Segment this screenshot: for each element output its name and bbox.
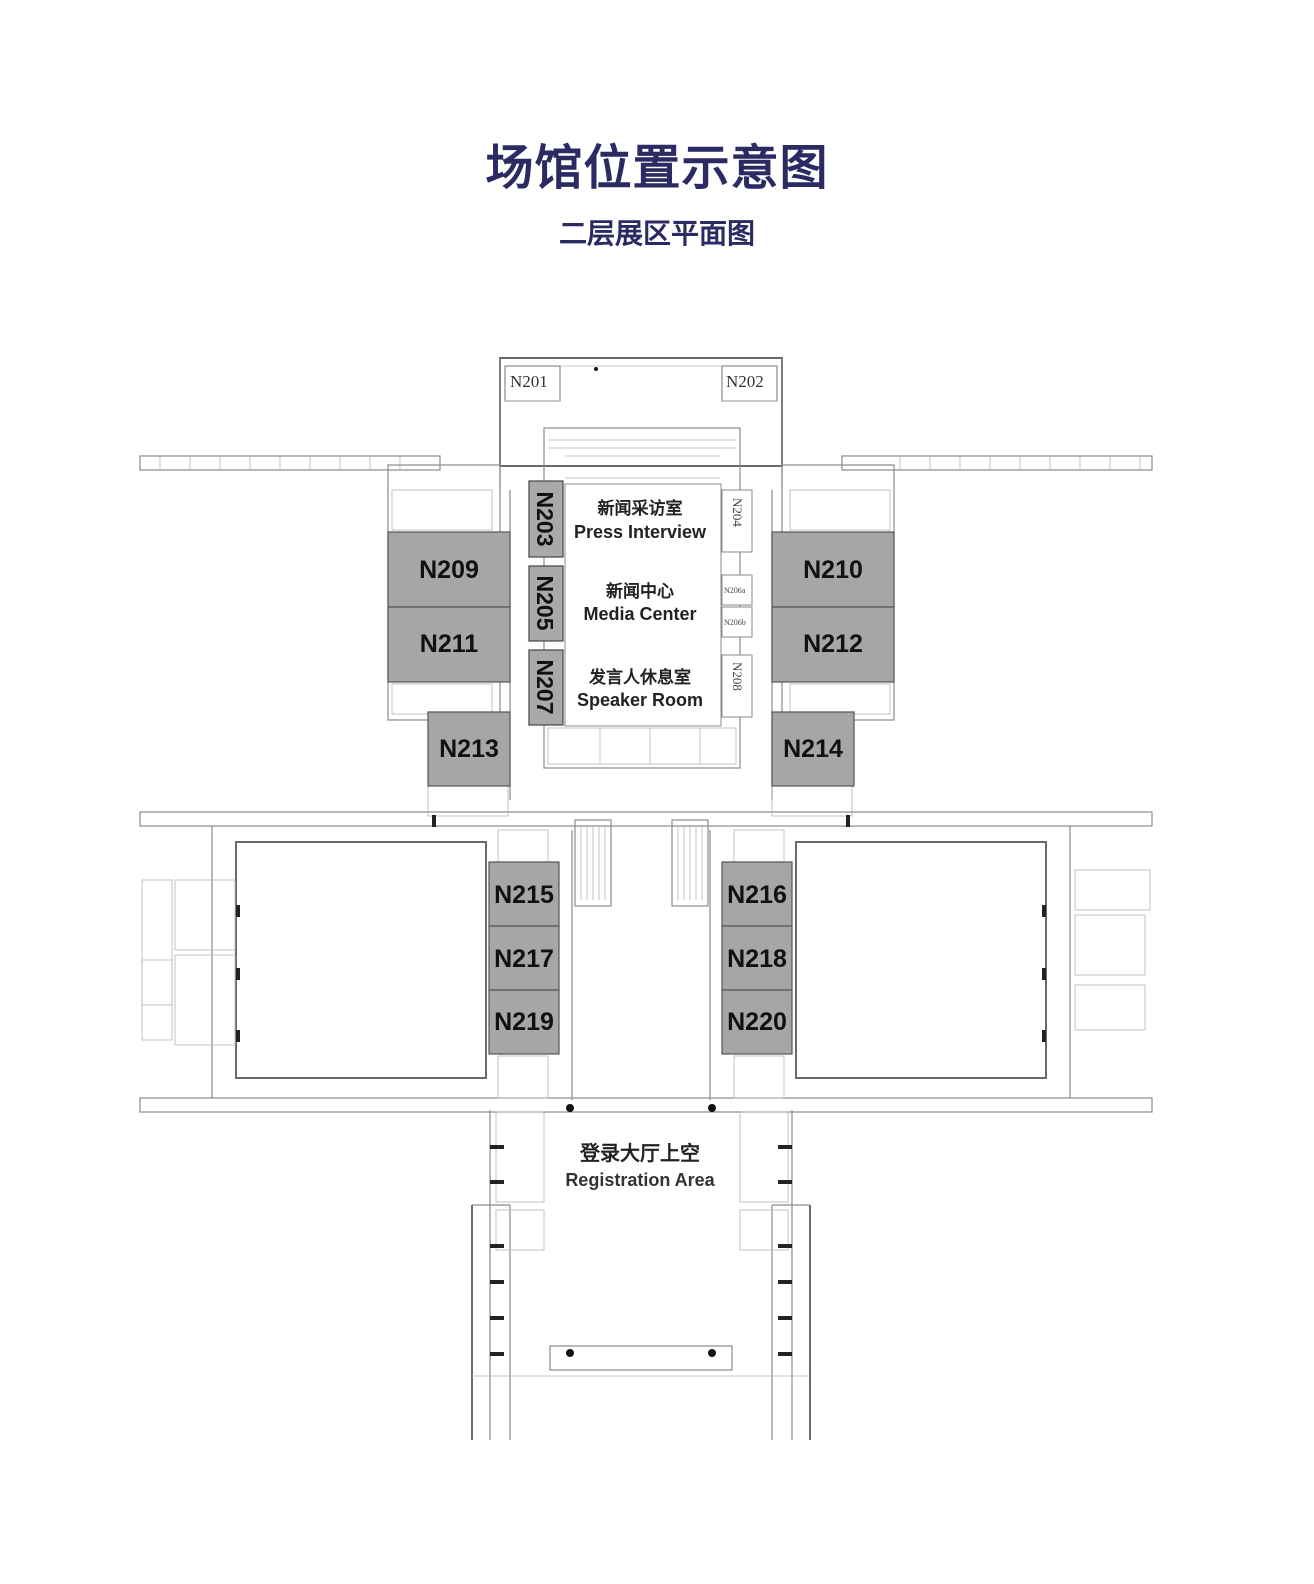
booth-n207[interactable]: N207 <box>528 649 564 726</box>
booth-n215[interactable]: N215 <box>488 861 560 927</box>
press-interview-room: 新闻采访室 Press Interview <box>574 498 707 542</box>
booth-n216[interactable]: N216 <box>721 861 793 927</box>
booth-n201-label: N201 <box>510 372 548 391</box>
booth-n220[interactable]: N220 <box>721 989 793 1055</box>
booth-n210-label: N210 <box>803 556 863 584</box>
speaker-room-zh: 发言人休息室 <box>588 667 691 688</box>
booth-n218-label: N218 <box>727 945 787 973</box>
booth-n208[interactable]: N208 <box>721 654 753 718</box>
booth-n208-label: N208 <box>730 662 745 691</box>
booth-n217-label: N217 <box>494 945 554 973</box>
booth-n205[interactable]: N205 <box>528 565 564 642</box>
registration-en: Registration Area <box>565 1170 715 1190</box>
speaker-room: 发言人休息室 Speaker Room <box>577 667 703 710</box>
booth-n206a-label: N206a <box>724 586 746 595</box>
booth-n219[interactable]: N219 <box>488 989 560 1055</box>
press-interview-en: Press Interview <box>574 522 707 542</box>
booth-n203[interactable]: N203 <box>528 480 564 558</box>
booth-n214-label: N214 <box>783 735 843 763</box>
media-center-zh: 新闻中心 <box>606 581 674 602</box>
booth-n211-label: N211 <box>420 630 478 658</box>
booth-n206a[interactable]: N206a <box>721 574 753 606</box>
booth-n213[interactable]: N213 <box>427 711 511 787</box>
booth-n206b-label: N206b <box>724 618 746 627</box>
booth-n209[interactable]: N209 <box>387 531 511 608</box>
booth-n215-label: N215 <box>494 881 554 909</box>
booth-n212[interactable]: N212 <box>771 606 895 683</box>
booth-n206b[interactable]: N206b <box>721 606 753 638</box>
speaker-room-en: Speaker Room <box>577 690 703 710</box>
booth-n213-label: N213 <box>439 735 499 763</box>
booth-n211[interactable]: N211 <box>387 606 511 683</box>
booth-n214[interactable]: N214 <box>771 711 855 787</box>
booth-n218[interactable]: N218 <box>721 925 793 991</box>
registration-zh: 登录大厅上空 <box>579 1141 700 1165</box>
page-subtitle: 二层展区平面图 <box>558 217 755 250</box>
page-title: 场馆位置示意图 <box>485 140 829 196</box>
booth-n205-label: N205 <box>532 576 558 631</box>
booth-n209-label: N209 <box>419 556 479 584</box>
booth-n217[interactable]: N217 <box>488 925 560 991</box>
press-interview-zh: 新闻采访室 <box>598 498 683 519</box>
booth-n204[interactable]: N204 <box>721 489 753 553</box>
booth-n203-label: N203 <box>532 492 558 547</box>
registration-area: 登录大厅上空 Registration Area <box>565 1141 715 1190</box>
booth-n207-label: N207 <box>532 660 558 715</box>
booth-n216-label: N216 <box>727 881 787 909</box>
booth-n210[interactable]: N210 <box>771 531 895 608</box>
booth-n202-label: N202 <box>726 372 764 391</box>
media-center-room: 新闻中心 Media Center <box>583 581 696 624</box>
booth-n220-label: N220 <box>727 1008 787 1036</box>
booth-n212-label: N212 <box>803 630 863 658</box>
booth-n219-label: N219 <box>494 1008 554 1036</box>
media-center-en: Media Center <box>583 604 696 624</box>
booth-n204-label: N204 <box>730 498 745 527</box>
